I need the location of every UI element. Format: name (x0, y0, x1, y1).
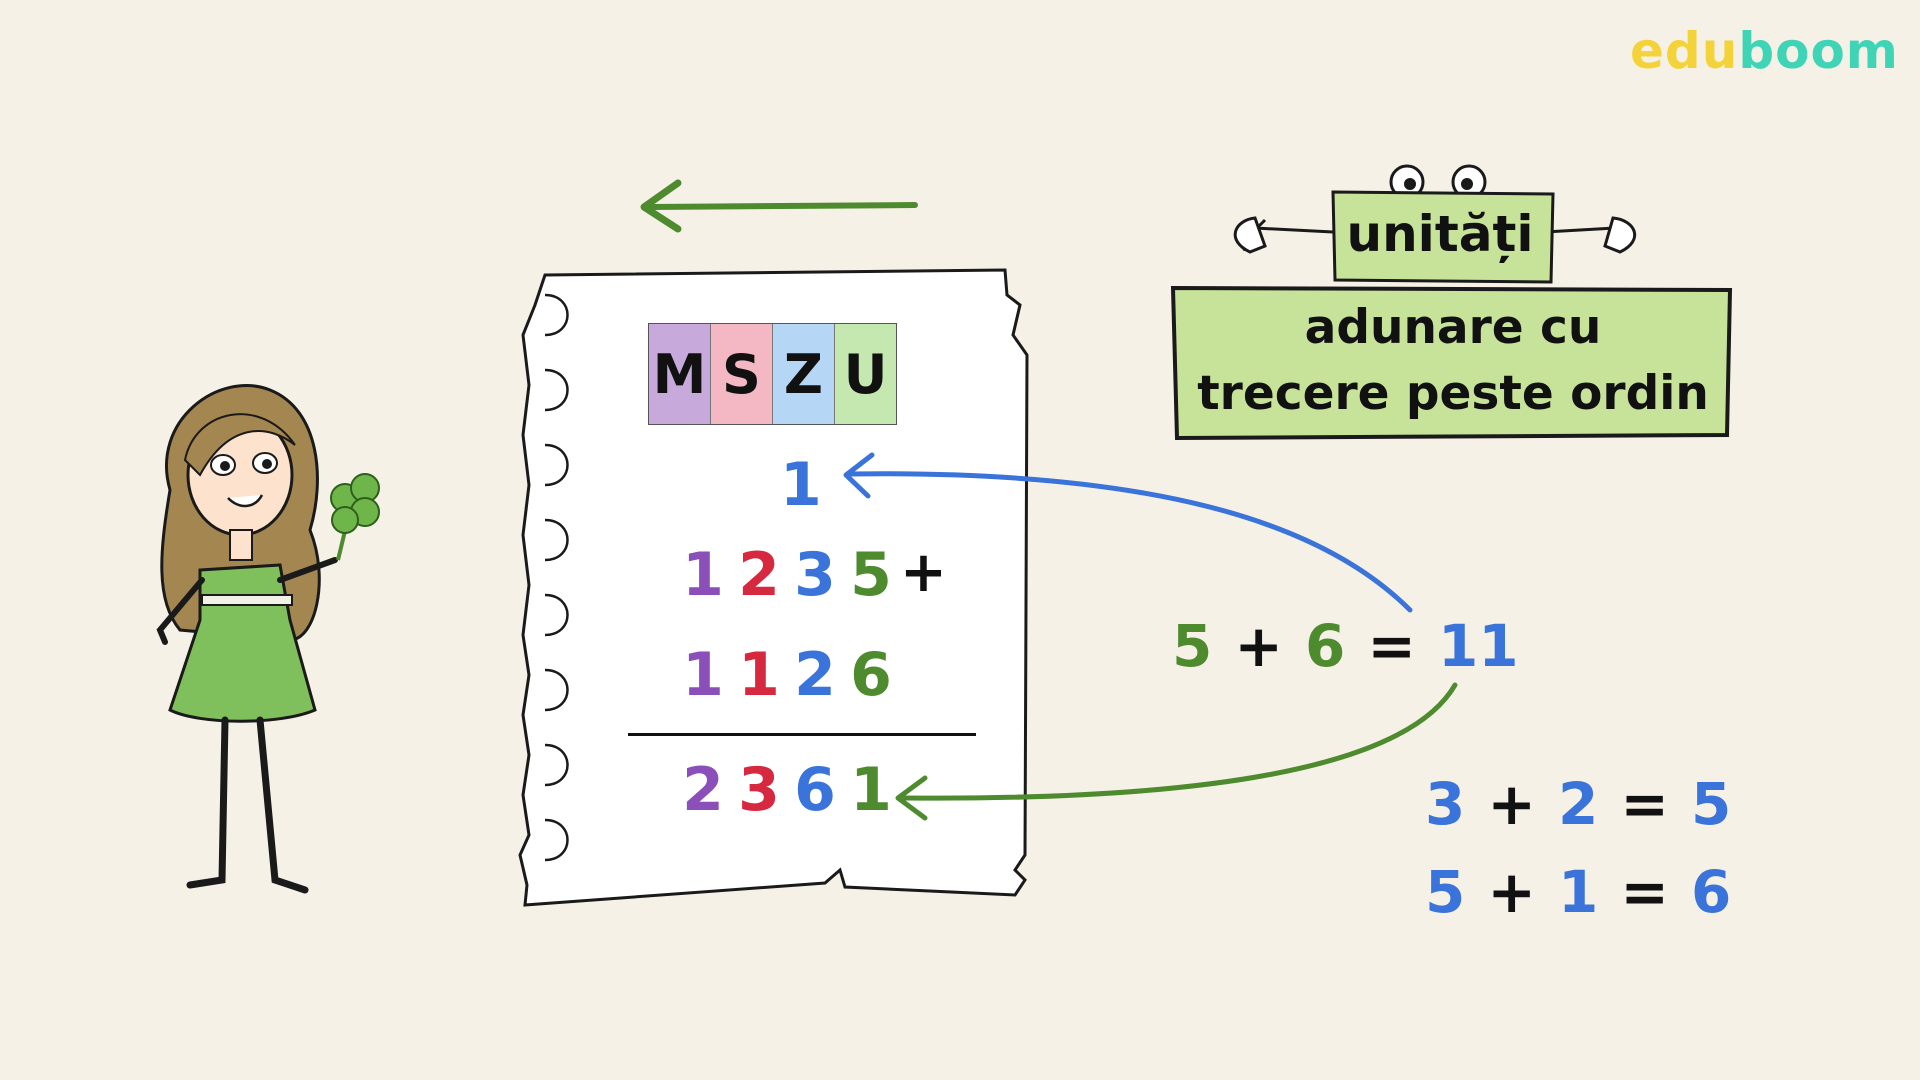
eq-op: + (1234, 612, 1283, 680)
eq-term: 2 (1557, 770, 1599, 838)
girl-character (156, 384, 380, 894)
eq-term: 3 (1425, 770, 1466, 838)
result: 2 3 6 1 (675, 755, 899, 825)
eq-sign: = (1620, 770, 1669, 838)
eq-sign: = (1620, 858, 1669, 926)
equation-tens: 3 + 2 = 5 (1425, 770, 1731, 838)
digit: 1 (738, 640, 780, 710)
header-label: S (722, 342, 761, 406)
digit: 2 (682, 755, 724, 825)
eq-result: 6 (1690, 858, 1732, 926)
logo-edu: edu (1630, 22, 1739, 80)
header-hundreds: S (711, 324, 773, 424)
sum-line (628, 733, 976, 736)
digit: 1 (682, 540, 724, 610)
place-value-header: M S Z U (648, 323, 897, 425)
sign-monster (1170, 164, 1733, 441)
digit: 6 (850, 640, 892, 710)
digit: 3 (794, 540, 836, 610)
digit: 5 (850, 540, 892, 610)
eduboom-logo: eduboom (1630, 22, 1899, 80)
header-units: U (835, 324, 896, 424)
sign-small-label: unități (1346, 205, 1534, 263)
sign-big-line2: trecere peste ordin (1197, 366, 1709, 421)
header-label: M (652, 342, 707, 406)
logo-boom: boom (1738, 22, 1899, 80)
header-label: Z (783, 342, 824, 406)
digit: 1 (682, 640, 724, 710)
eq-term: 5 (1172, 612, 1213, 680)
clover-icon (330, 473, 380, 561)
operand-2: 1 1 2 6 (675, 640, 899, 710)
sign-big-line1: adunare cu (1304, 300, 1602, 355)
sign-big-label: adunare cu trecere peste ordin (1173, 295, 1733, 427)
eq-op: + (1487, 770, 1536, 838)
digit: 3 (738, 755, 780, 825)
header-thousands: M (649, 324, 711, 424)
eq-term: 5 (1425, 858, 1466, 926)
digit: 6 (794, 755, 836, 825)
digit: 2 (738, 540, 780, 610)
operand-1: 1 2 3 5 (675, 540, 899, 610)
equation-units: 5 + 6 = 11 (1172, 612, 1519, 680)
header-tens: Z (773, 324, 835, 424)
left-arrow-icon (640, 179, 918, 233)
plus-operator: + (900, 540, 947, 605)
eq-op: + (1487, 858, 1536, 926)
eq-result: 11 (1437, 612, 1519, 680)
torn-paper-sheet (518, 268, 1029, 907)
eq-result: 5 (1690, 770, 1732, 838)
eq-term: 1 (1557, 858, 1599, 926)
digit: 1 (850, 755, 892, 825)
carry-digit: 1 (780, 450, 822, 520)
eq-sign: = (1367, 612, 1416, 680)
equation-thousands: 5 + 1 = 6 (1425, 858, 1731, 926)
eq-term: 6 (1304, 612, 1346, 680)
header-label: U (843, 342, 888, 406)
digit: 2 (794, 640, 836, 710)
